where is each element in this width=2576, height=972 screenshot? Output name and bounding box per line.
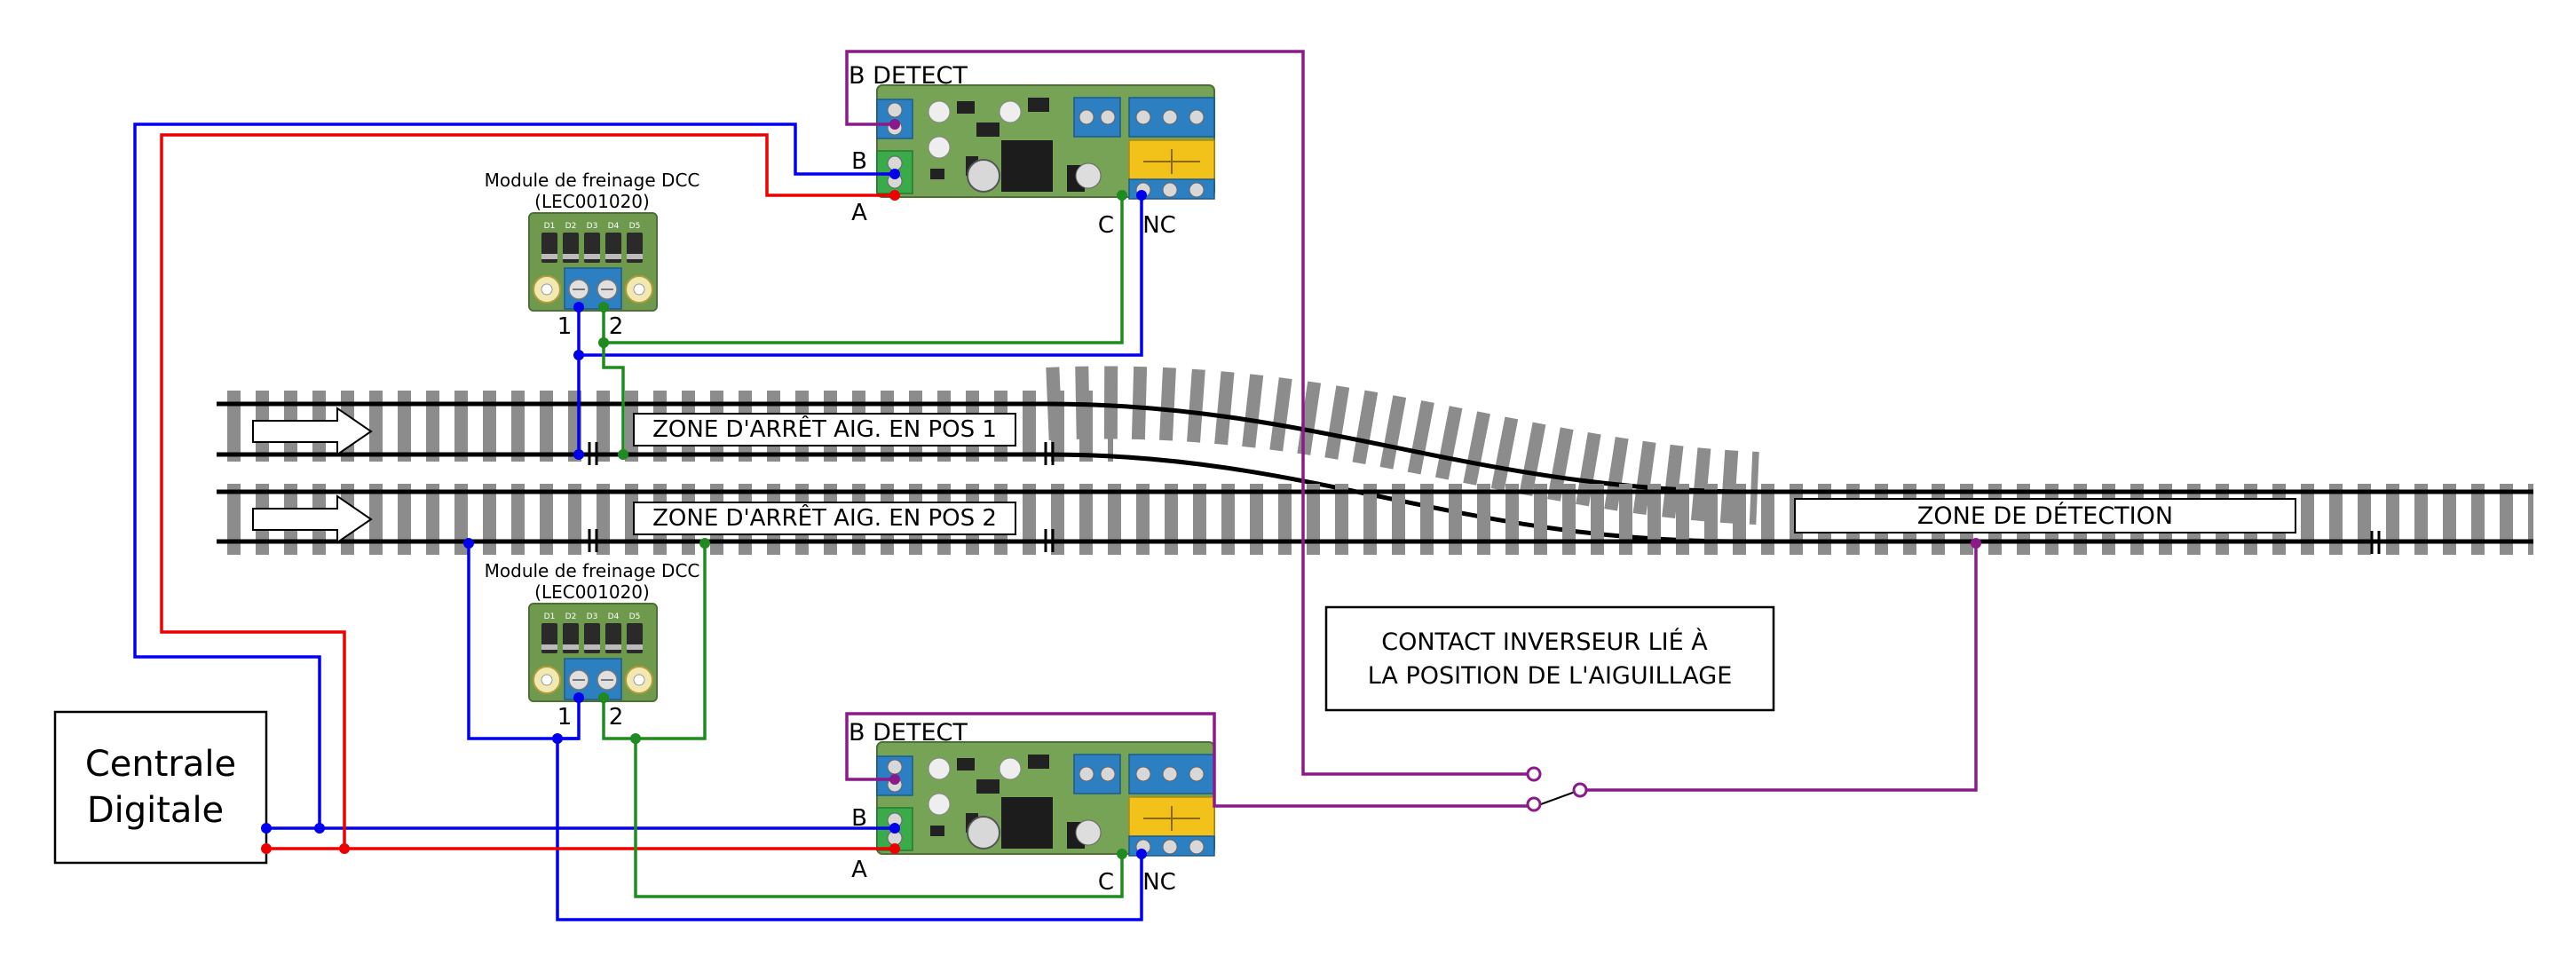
diode-label: D5: [629, 222, 641, 231]
contact-line2: LA POSITION DE L'AIGUILLAGE: [1368, 662, 1733, 690]
rail-insulators: [588, 442, 2381, 554]
wire-blue-nc2: [556, 737, 1143, 921]
contact-box: CONTACT INVERSEUR LIÉ À LA POSITION DE L…: [1324, 605, 1775, 712]
brake-module-1: D1 D2 D3 D4 D5: [528, 212, 658, 312]
brake-module-1-pin1: 1: [557, 313, 573, 340]
zone-stop1-label: ZONE D'ARRÊT AIG. EN POS 1: [633, 413, 1016, 446]
detect-module-2-pin-nc: NC: [1142, 869, 1176, 896]
diode-label: D5: [629, 612, 641, 621]
detect-module-1: [876, 84, 1215, 200]
brake-module-2-title: Module de freinage DCC: [485, 560, 700, 581]
detect-module-2-title: B DETECT: [849, 719, 968, 747]
central-line2: Digitale: [87, 790, 224, 831]
detect-module-1-title: B DETECT: [849, 62, 968, 90]
zone-detect-label: ZONE DE DÉTECTION: [1794, 498, 2296, 533]
detect-module-2-pin-c: C: [1098, 869, 1114, 896]
brake-module-2-pin2: 2: [609, 704, 624, 731]
wire-green-c2: [634, 739, 1124, 898]
diode-label: D4: [608, 612, 620, 621]
zone-stop2-text: ZONE D'ARRÊT AIG. EN POS 2: [652, 503, 997, 532]
brake-module-1-title: Module de freinage DCC: [485, 170, 700, 191]
diode-label: D2: [565, 612, 577, 621]
diode-label: D2: [565, 222, 577, 231]
wire-green-mod1-out: [602, 343, 625, 454]
junctions: [261, 119, 1981, 859]
brake-module-1-ref: (LEC001020): [534, 191, 650, 212]
diode-label: D1: [544, 222, 556, 231]
zone-stop2-label: ZONE D'ARRÊT AIG. EN POS 2: [633, 502, 1016, 535]
wire-green-c1: [602, 195, 1124, 344]
wire-blue-nc1: [577, 195, 1143, 454]
zone-stop1-text: ZONE D'ARRÊT AIG. EN POS 1: [652, 415, 997, 443]
diode-label: D1: [544, 612, 556, 621]
direction-arrow-icon: [252, 494, 373, 544]
diode-label: D4: [608, 222, 620, 231]
wire-purple-2: [845, 712, 1529, 808]
contact-line1: CONTACT INVERSEUR LIÉ À: [1381, 628, 1708, 656]
detect-module-1-pin-nc: NC: [1142, 212, 1176, 239]
detect-module-1-pin-b: B: [851, 148, 867, 175]
wire-red-top: [160, 133, 895, 849]
brake-module-2-ref: (LEC001020): [534, 581, 650, 603]
wire-purple-3: [1580, 543, 1978, 792]
central-digitale: Centrale Digitale: [53, 710, 268, 865]
wire-purple-1: [845, 50, 1529, 776]
direction-arrow-icon: [252, 407, 373, 456]
diode-label: D3: [587, 222, 598, 231]
detect-module-2: [876, 741, 1215, 857]
zone-detect-text: ZONE DE DÉTECTION: [1917, 502, 2173, 530]
brake-module-2-pin1: 1: [557, 704, 573, 731]
detect-module-2-pin-a: A: [851, 857, 867, 883]
detect-module-2-pin-b: B: [851, 805, 867, 832]
diode-label: D3: [587, 612, 598, 621]
wire-blue-top: [133, 122, 895, 828]
detect-module-1-pin-c: C: [1098, 212, 1114, 239]
central-line1: Centrale: [85, 744, 236, 785]
wire-green-mod2-out: [602, 543, 707, 740]
brake-module-1-pin2: 2: [609, 313, 624, 340]
brake-module-2: D1 D2 D3 D4 D5: [528, 603, 658, 702]
wire-blue-mod2-out: [467, 543, 581, 740]
detect-module-1-pin-a: A: [851, 200, 867, 226]
